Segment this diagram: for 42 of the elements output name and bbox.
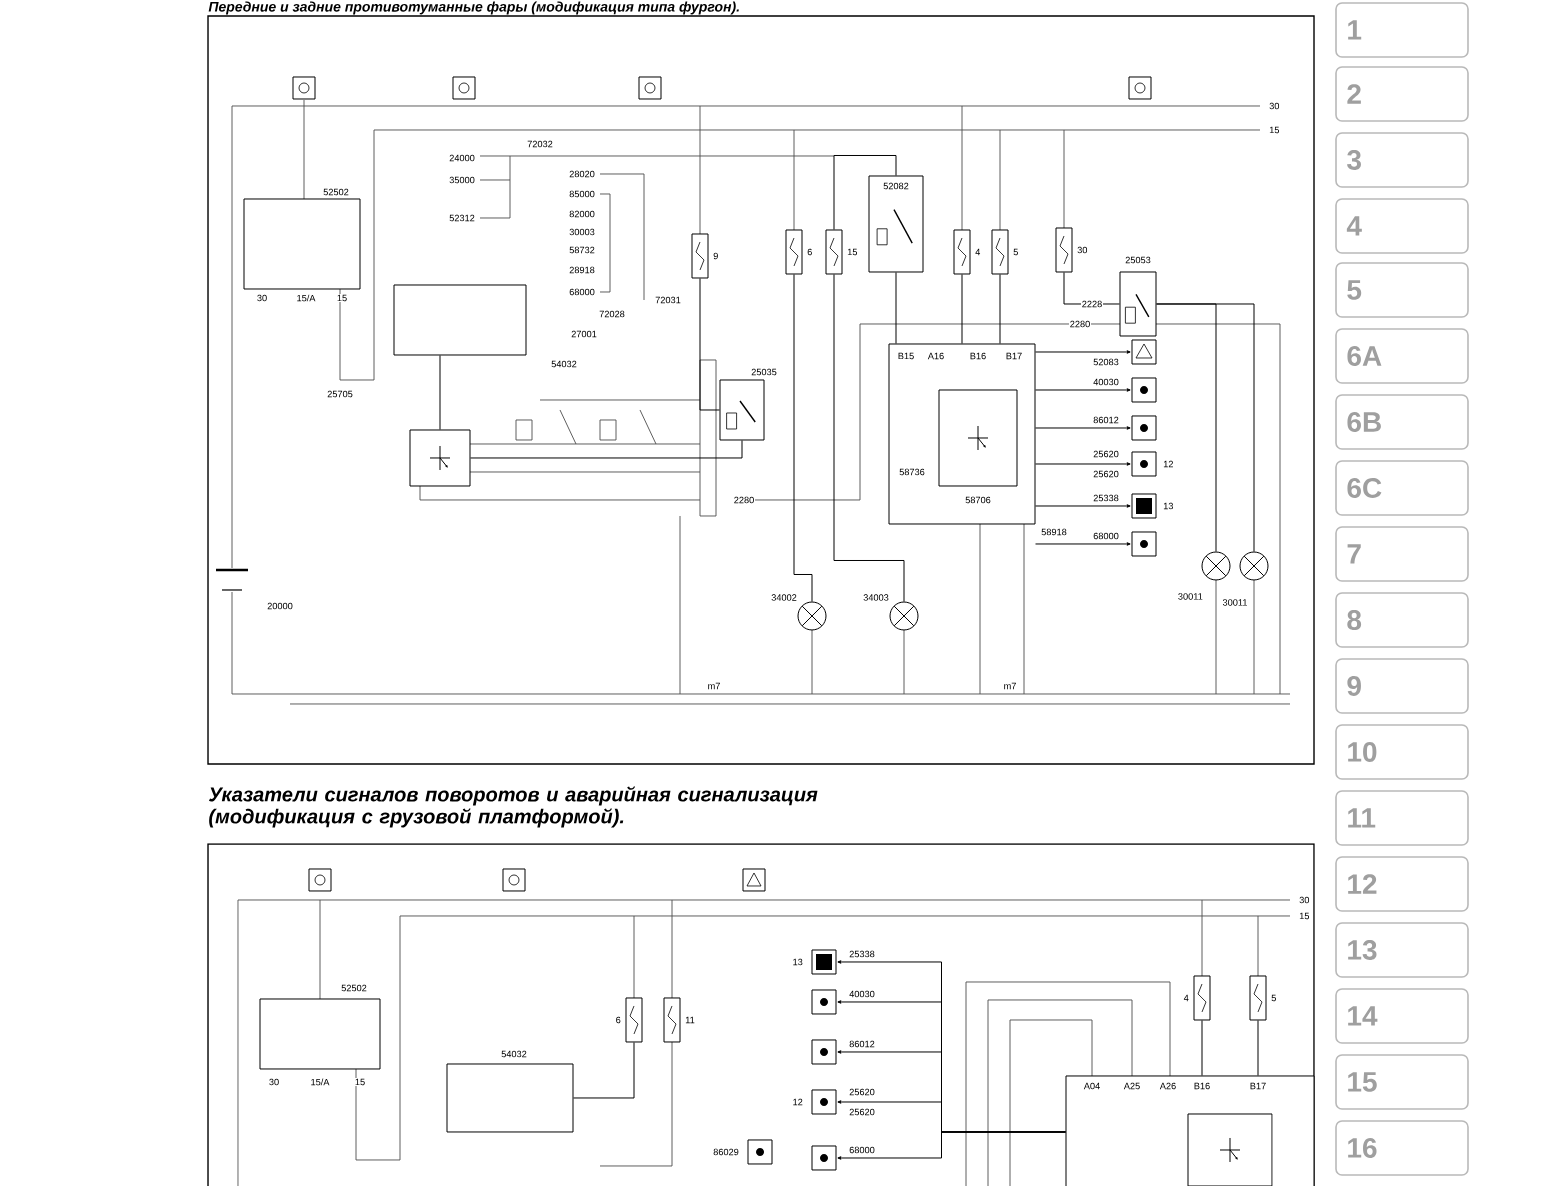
wire	[1035, 388, 1131, 392]
wire	[793, 274, 813, 602]
wire	[999, 274, 1001, 344]
wire	[837, 1131, 1066, 1160]
section-tab: 6B	[1335, 394, 1469, 450]
wire	[895, 272, 897, 344]
wire	[1035, 350, 1131, 354]
wire	[961, 274, 963, 344]
heading: Указатели сигналов поворотов и аварийная сигнализация (модификация с грузовой платформой).	[208, 786, 818, 828]
section-tab: 2	[1335, 66, 1469, 122]
wire	[470, 440, 743, 459]
section-tab: 7	[1335, 526, 1469, 582]
control-unit-box	[409, 429, 471, 487]
wire	[573, 1042, 635, 1099]
section-tab: 6C	[1335, 460, 1469, 516]
wire	[833, 274, 905, 602]
control-unit-box	[1187, 1113, 1273, 1186]
section-tab: 4	[1335, 198, 1469, 254]
wire	[1257, 1020, 1259, 1076]
section-tab: 16	[1335, 1120, 1469, 1176]
wire	[1035, 462, 1131, 466]
section-tab: 11	[1335, 790, 1469, 846]
section-tab: 1	[1335, 2, 1469, 58]
section-tab: 15	[1335, 1054, 1469, 1110]
section-tab: 5	[1335, 262, 1469, 318]
wire	[699, 278, 720, 411]
wire	[1063, 272, 1120, 305]
section-tab: 9	[1335, 658, 1469, 714]
section-tab: 12	[1335, 856, 1469, 912]
wire	[1035, 542, 1131, 546]
section-tab: 13	[1335, 922, 1469, 978]
section-tab: 14	[1335, 988, 1469, 1044]
wire	[1156, 303, 1255, 552]
wire	[1035, 504, 1131, 508]
wire	[1035, 426, 1131, 430]
section-tab: 8	[1335, 592, 1469, 648]
section-tab: 10	[1335, 724, 1469, 780]
wire	[833, 155, 897, 230]
wire	[439, 355, 441, 430]
section-tab: 3	[1335, 132, 1469, 188]
wire	[1201, 1020, 1203, 1076]
section-tab: 6A	[1335, 328, 1469, 384]
